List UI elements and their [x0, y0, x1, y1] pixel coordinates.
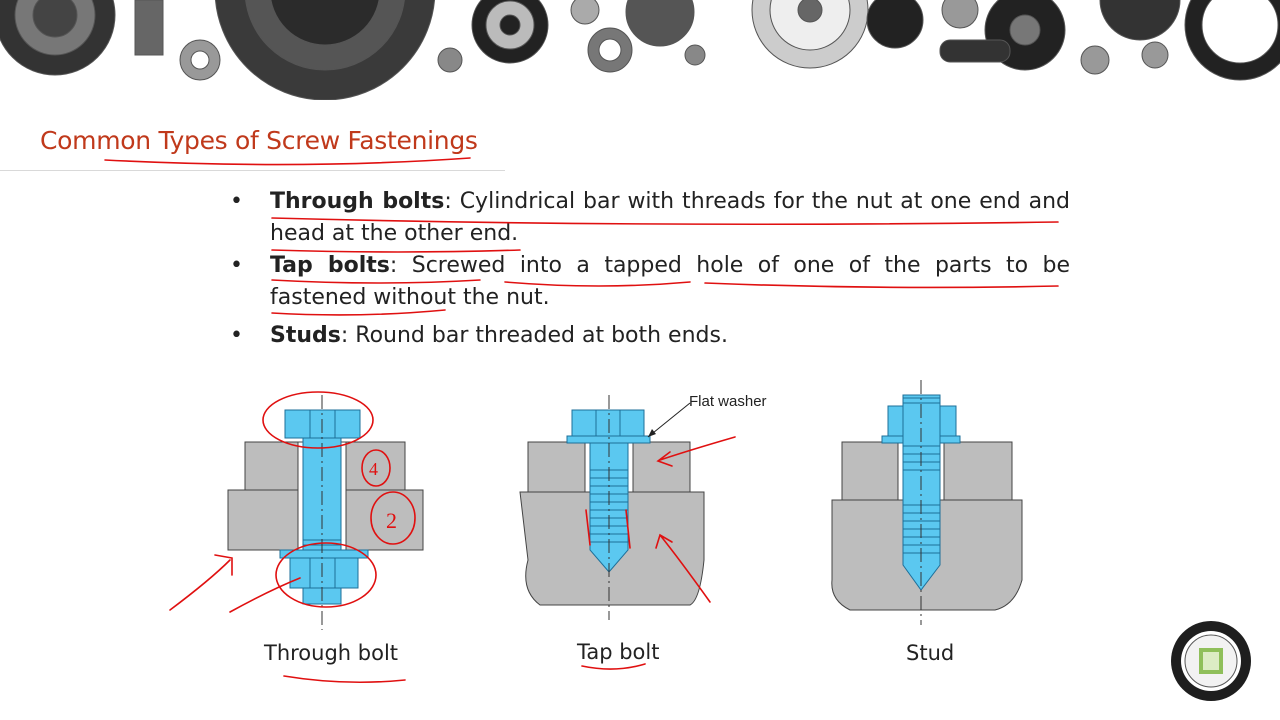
slide-title: Common Types of Screw Fastenings [40, 126, 478, 155]
bullet-dot: • [230, 189, 243, 214]
bullet-term: Tap bolts [270, 253, 390, 278]
caption-stud: Stud [906, 641, 955, 665]
through-bolt-drawing [227, 395, 424, 630]
stud-drawing [831, 380, 1023, 625]
fasteners-diagram: Flat washer [227, 380, 1023, 630]
bullet-studs: • Studs: Round bar threaded at both ends. [230, 320, 1070, 352]
title-divider [0, 170, 505, 171]
bullet-tap-bolts: • Tap bolts: Screwed into a tapped hole o… [230, 250, 1070, 314]
bullet-list: • Through bolts: Cylindrical bar with thr… [230, 186, 1070, 352]
bullet-dot: • [230, 323, 243, 348]
bullet-dot: • [230, 253, 243, 278]
bullet-text: : Round bar threaded at both ends. [340, 323, 728, 348]
flat-washer-label: Flat washer [689, 393, 767, 410]
tap-bolt-drawing [519, 395, 705, 620]
caption-tap-bolt: Tap bolt [577, 640, 660, 664]
bullet-text: : Cylindrical bar with threads for the n… [270, 189, 1070, 246]
bullet-term: Studs [270, 323, 341, 348]
caption-through-bolt: Through bolt [264, 641, 399, 665]
bullet-text: : Screwed into a tapped hole of one of t… [270, 253, 1070, 310]
university-seal-logo [1171, 621, 1251, 701]
gears-banner-image [0, 0, 1280, 100]
bullet-through-bolts: • Through bolts: Cylindrical bar with thr… [230, 186, 1070, 250]
bullet-term: Through bolts [270, 189, 445, 214]
